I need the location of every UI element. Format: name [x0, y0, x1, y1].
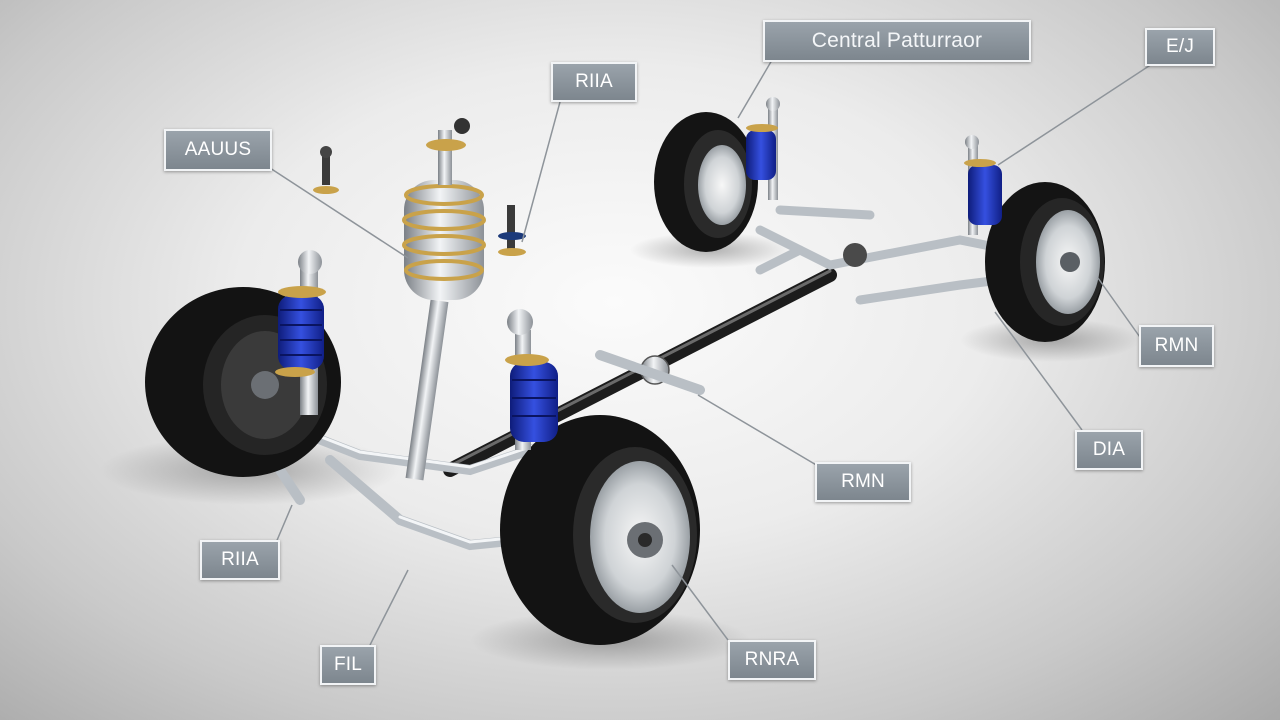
label-bottom-center: RNRA: [728, 640, 816, 680]
label-top-right: E/J: [1145, 28, 1215, 66]
front-right-wheel: [500, 415, 700, 645]
floating-mount-center: [498, 205, 526, 256]
leader-lines: [269, 59, 1153, 646]
label-bottom-left: RIIA: [200, 540, 280, 580]
rear-right-spring-strut: [964, 135, 1002, 235]
rear-differential: [843, 243, 867, 267]
rear-left-spring-strut: [746, 97, 780, 200]
label-central: Central Patturraor: [763, 20, 1031, 62]
rear-control-arms: [755, 205, 1015, 305]
front-left-spring-strut: [275, 250, 326, 415]
floating-mount-left: [313, 146, 339, 194]
rear-left-wheel: [654, 112, 758, 252]
front-right-spring-strut: [505, 309, 558, 450]
label-right-upper: RMN: [1139, 325, 1214, 367]
label-bottom-left-low: FIL: [320, 645, 376, 685]
label-top-left: AAUUS: [164, 129, 272, 171]
label-top-center: RIIA: [551, 62, 637, 102]
rear-right-wheel: [985, 182, 1105, 342]
label-right-lower: DIA: [1075, 430, 1143, 470]
label-center-right: RMN: [815, 462, 911, 502]
central-strut: [402, 118, 486, 481]
